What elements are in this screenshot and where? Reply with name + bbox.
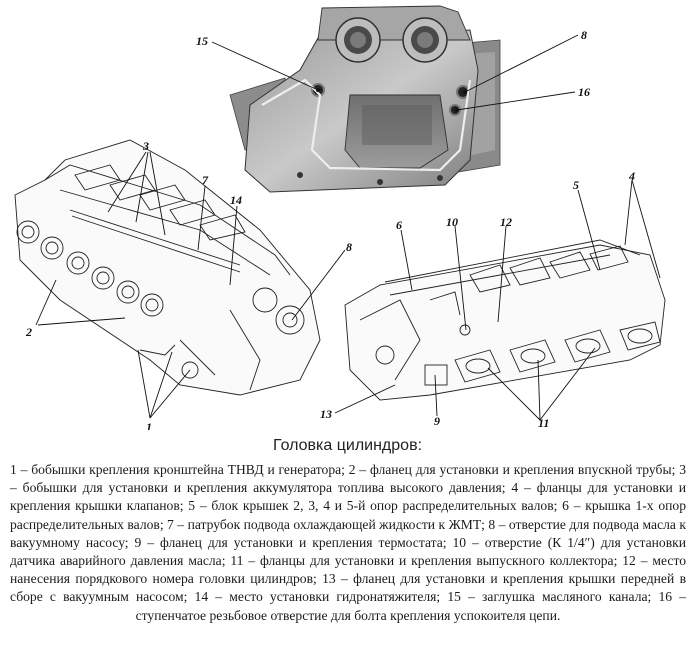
callout-7: 7 [202, 173, 209, 187]
callout-1: 1 [146, 420, 152, 430]
callout-8-left: 8 [346, 240, 352, 254]
cylinder-head-figure: 15 8 16 3 7 14 8 2 1 5 4 6 10 12 13 9 11 [14, 5, 666, 430]
callout-4: 4 [628, 169, 635, 183]
callout-15: 15 [196, 34, 208, 48]
callout-12: 12 [500, 215, 512, 229]
exhaust-side-view [344, 239, 666, 401]
callout-11: 11 [538, 416, 549, 430]
callout-14: 14 [230, 193, 242, 207]
callout-10: 10 [446, 215, 458, 229]
end-face-view [229, 5, 501, 193]
callout-13: 13 [320, 407, 332, 421]
callout-3: 3 [142, 139, 149, 153]
caption-title: Головка цилиндров: [272, 437, 423, 454]
leader-lines [35, 34, 661, 421]
callout-9: 9 [434, 414, 440, 428]
callout-5: 5 [573, 178, 579, 192]
callout-2: 2 [25, 325, 32, 339]
callout-8-top: 8 [581, 28, 587, 42]
callout-6: 6 [396, 218, 402, 232]
callout-labels: 15 8 16 3 7 14 8 2 1 5 4 6 10 12 13 9 11 [25, 28, 635, 430]
callout-16: 16 [578, 85, 590, 99]
caption-legend: 1 – бобышки крепления кронштейна ТНВД и … [10, 462, 686, 623]
